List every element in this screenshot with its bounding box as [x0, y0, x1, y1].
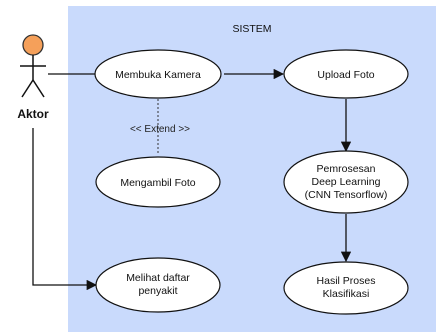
actor-label: Aktor: [17, 107, 49, 121]
use-case-hasil-proses[interactable]: Hasil Proses Klasifikasi: [283, 261, 409, 315]
use-case-pemrosesan[interactable]: Pemrosesan Deep Learning (CNN Tensorflow…: [283, 150, 409, 214]
use-case-upload-foto-label: Upload Foto: [317, 69, 374, 81]
use-case-pemrosesan-label-line3: (CNN Tensorflow): [305, 189, 388, 201]
use-case-upload-foto[interactable]: Upload Foto: [283, 49, 409, 99]
use-case-hasil-proses-label-line1: Hasil Proses: [317, 275, 376, 287]
use-case-pemrosesan-label-line2: Deep Learning: [312, 176, 381, 188]
actor-head: [22, 34, 44, 56]
assoc-actor-melihat-daftar: [32, 128, 98, 291]
system-title: SISTEM: [232, 23, 271, 35]
use-case-mengambil-foto[interactable]: Mengambil Foto: [95, 156, 221, 208]
use-case-membuka-kamera[interactable]: Membuka Kamera: [94, 49, 222, 99]
use-case-mengambil-foto-label: Mengambil Foto: [120, 177, 195, 189]
actor-leg-right: [32, 79, 45, 98]
extend-label: << Extend >>: [130, 124, 190, 135]
use-case-pemrosesan-label-line1: Pemrosesan: [317, 163, 376, 175]
actor: Aktor: [17, 34, 49, 121]
use-case-melihat-daftar[interactable]: Melihat daftar penyakit: [95, 257, 221, 313]
use-case-membuka-kamera-label: Membuka Kamera: [115, 69, 201, 81]
use-case-hasil-proses-label-line2: Klasifikasi: [323, 288, 370, 300]
use-case-melihat-daftar-label-line1: Melihat daftar: [126, 272, 190, 284]
use-case-melihat-daftar-label-line2: penyakit: [138, 285, 177, 297]
actor-leg-left: [21, 79, 34, 98]
